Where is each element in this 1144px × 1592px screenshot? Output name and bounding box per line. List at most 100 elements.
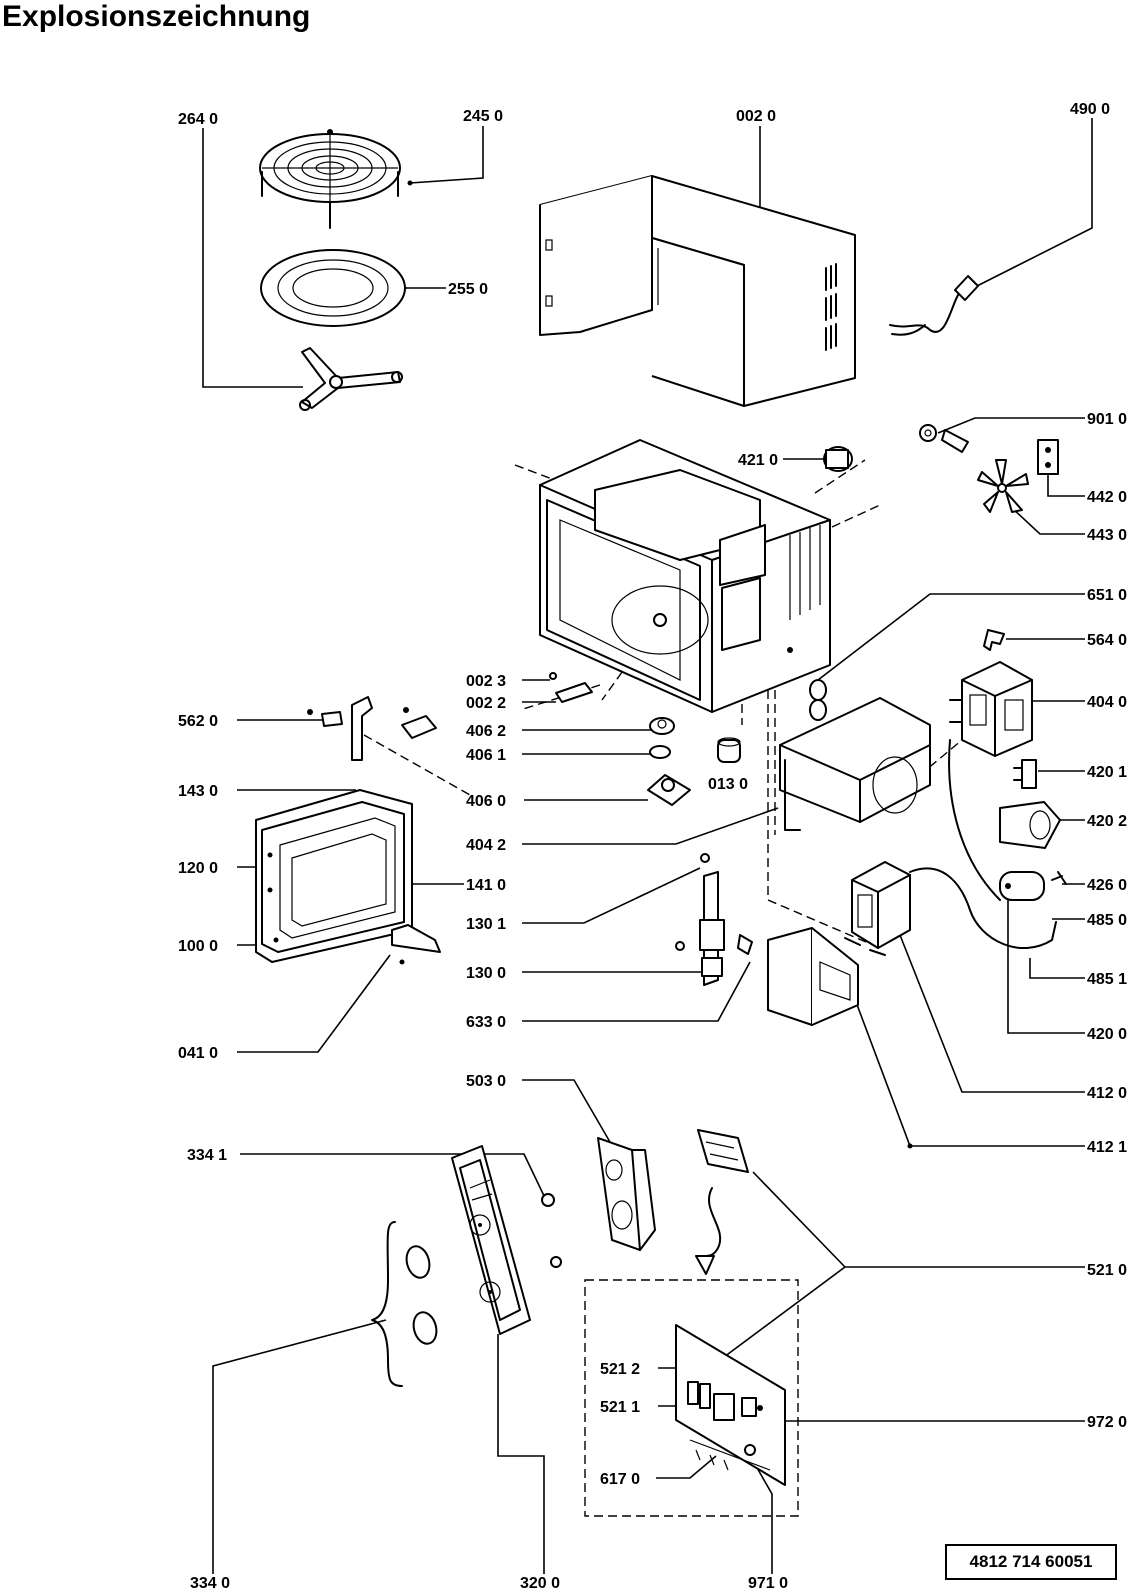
label-443-0: 443 0: [1087, 527, 1127, 544]
label-141-0: 141 0: [466, 877, 506, 894]
label-406-0: 406 0: [466, 793, 506, 810]
label-521-1: 521 1: [600, 1399, 640, 1416]
label-255-0: 255 0: [448, 281, 488, 298]
label-420-0: 420 0: [1087, 1026, 1127, 1043]
leader-130-1: [522, 867, 701, 924]
label-412-1: 412 1: [1087, 1139, 1127, 1156]
label-490-0: 490 0: [1070, 101, 1110, 118]
label-002-3: 002 3: [466, 673, 506, 690]
label-562-0: 562 0: [178, 713, 218, 730]
leader-490-0: [974, 118, 1093, 288]
label-264-0: 264 0: [178, 111, 218, 128]
transformer-bracket: [767, 927, 859, 1026]
label-404-2: 404 2: [466, 837, 506, 854]
page-title: Explosionszeichnung: [2, 0, 311, 33]
label-130-0: 130 0: [466, 965, 506, 982]
label-633-0: 633 0: [466, 1014, 506, 1031]
label-503-0: 503 0: [466, 1073, 506, 1090]
label-406-1: 406 1: [466, 747, 506, 764]
grill-rack: [259, 129, 401, 229]
label-420-1: 420 1: [1087, 764, 1127, 781]
label-404-0: 404 0: [1087, 694, 1127, 711]
fold-arrow: [695, 1187, 722, 1275]
control-knobs: [371, 1193, 562, 1387]
magnetron: [949, 661, 1033, 757]
leader-485-1: [1029, 958, 1085, 979]
label-521-0: 521 0: [1087, 1262, 1127, 1279]
label-485-0: 485 0: [1087, 912, 1127, 929]
main-chassis: [539, 439, 831, 713]
hv-transformer: [844, 861, 911, 956]
label-143-0: 143 0: [178, 783, 218, 800]
leader-617-0: [656, 1455, 717, 1479]
power-cord: [889, 275, 979, 336]
turntable-motor: [647, 717, 691, 806]
leader-443-0: [1011, 507, 1085, 535]
label-442-0: 442 0: [1087, 489, 1127, 506]
label-651-0: 651 0: [1087, 587, 1127, 604]
label-100-0: 100 0: [178, 938, 218, 955]
door-hook: [391, 924, 441, 965]
leader-420-0: [1007, 886, 1085, 1034]
label-120-0: 120 0: [178, 860, 218, 877]
leader-334-1: [240, 1153, 547, 1201]
label-971-0: 971 0: [748, 1575, 788, 1592]
fan-blade: [977, 459, 1029, 513]
leader-334-0: [212, 1319, 387, 1574]
bushing-set: [919, 424, 969, 453]
bushing-013: [717, 737, 741, 763]
label-013-0: 013 0: [708, 776, 748, 793]
leader-521-0: [752, 1171, 1085, 1268]
label-564-0: 564 0: [1087, 632, 1127, 649]
magnetron-bracket: [779, 697, 931, 831]
label-406-2: 406 2: [466, 723, 506, 740]
label-426-0: 426 0: [1087, 877, 1127, 894]
leader-633-0: [522, 961, 751, 1022]
thermal-cutout: [809, 679, 827, 721]
leader-651-0: [817, 593, 1085, 681]
leader-lines: [202, 118, 1093, 1574]
label-334-1: 334 1: [187, 1147, 227, 1164]
label-412-0: 412 0: [1087, 1085, 1127, 1102]
leader-503-0: [522, 1079, 611, 1143]
leader-041-0: [237, 954, 391, 1053]
small-bracket: [549, 672, 593, 703]
leader-412-0: [897, 929, 1085, 1093]
label-972-0: 972 0: [1087, 1414, 1127, 1431]
leader-404-2: [522, 807, 779, 845]
label-002-0: 002 0: [736, 108, 776, 125]
door-latch: [307, 696, 437, 761]
label-334-0: 334 0: [190, 1575, 230, 1592]
leader-901-0: [937, 417, 1085, 434]
bracket-420-1: [1013, 759, 1037, 789]
outer-cabinet: [539, 175, 856, 407]
label-521-2: 521 2: [600, 1361, 640, 1378]
interlock-switches: [675, 853, 753, 986]
clip-564: [983, 629, 1005, 651]
door-assembly: [255, 789, 413, 963]
leader-412-1: [855, 1001, 1085, 1147]
chassis-vents: [789, 525, 821, 620]
leader-245-0: [409, 126, 484, 184]
reference-number-box: 4812 714 60051: [945, 1544, 1117, 1580]
timer-switch: [597, 1137, 656, 1251]
vent-slots: [825, 263, 837, 351]
hv-capacitor: [909, 739, 1067, 950]
label-421-0: 421 0: [738, 452, 778, 469]
label-041-0: 041 0: [178, 1045, 218, 1062]
label-485-1: 485 1: [1087, 971, 1127, 988]
label-245-0: 245 0: [463, 108, 503, 125]
fan-bracket: [1037, 439, 1059, 475]
leader-320-0: [497, 1334, 545, 1574]
small-circuit-board: [697, 1129, 749, 1173]
leader-264-0: [202, 128, 303, 388]
control-panel: [451, 1145, 531, 1335]
pcb-dashed-frame: [584, 1279, 799, 1517]
label-901-0: 901 0: [1087, 411, 1127, 428]
roller-support: [299, 347, 403, 411]
capacitor-bracket: [999, 801, 1061, 849]
label-002-2: 002 2: [466, 695, 506, 712]
main-circuit-board: [675, 1324, 786, 1486]
fan-motor: [823, 446, 853, 472]
